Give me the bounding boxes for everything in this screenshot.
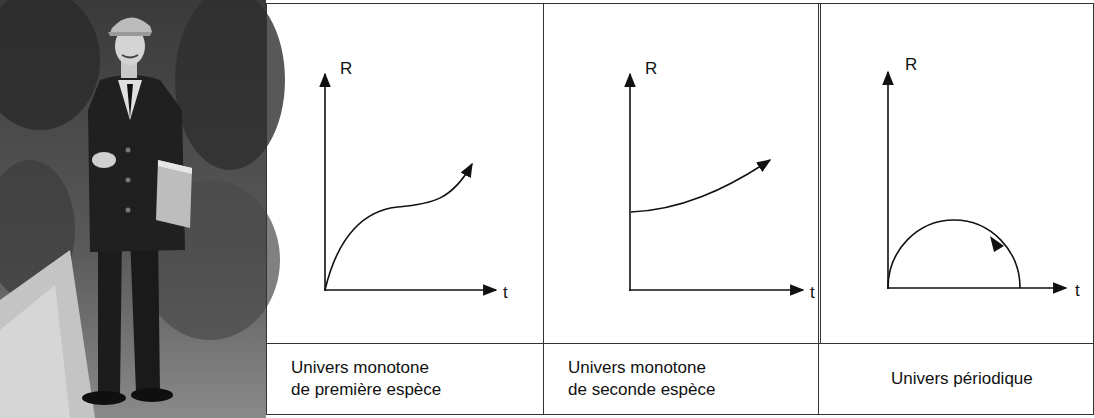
axis-label-t: t [1075, 280, 1080, 301]
caption-cell: Univers monotone de seconde espèce [543, 343, 819, 415]
axis-label-t: t [503, 282, 508, 303]
axis-label-t: t [810, 282, 815, 303]
graph-periodic [887, 72, 1066, 289]
axis-label-r: R [645, 58, 657, 79]
caption-cell: Univers monotone de première espèce [266, 343, 544, 415]
portrait-photo [0, 0, 285, 418]
axis-label-r: R [905, 54, 917, 75]
axis-label-r: R [340, 58, 352, 79]
graph-monotone-first [324, 74, 496, 291]
graph-cell: Rt [543, 3, 821, 344]
graph-cell: Rt [266, 3, 544, 344]
caption-text: Univers monotone de seconde espèce [568, 357, 728, 401]
caption-text: Univers périodique [891, 368, 1081, 390]
graph-monotone-second [629, 74, 803, 291]
graph-cell: Rt [818, 3, 1094, 344]
caption-text: Univers monotone de première espèce [291, 357, 451, 401]
caption-cell: Univers périodique [818, 343, 1094, 415]
